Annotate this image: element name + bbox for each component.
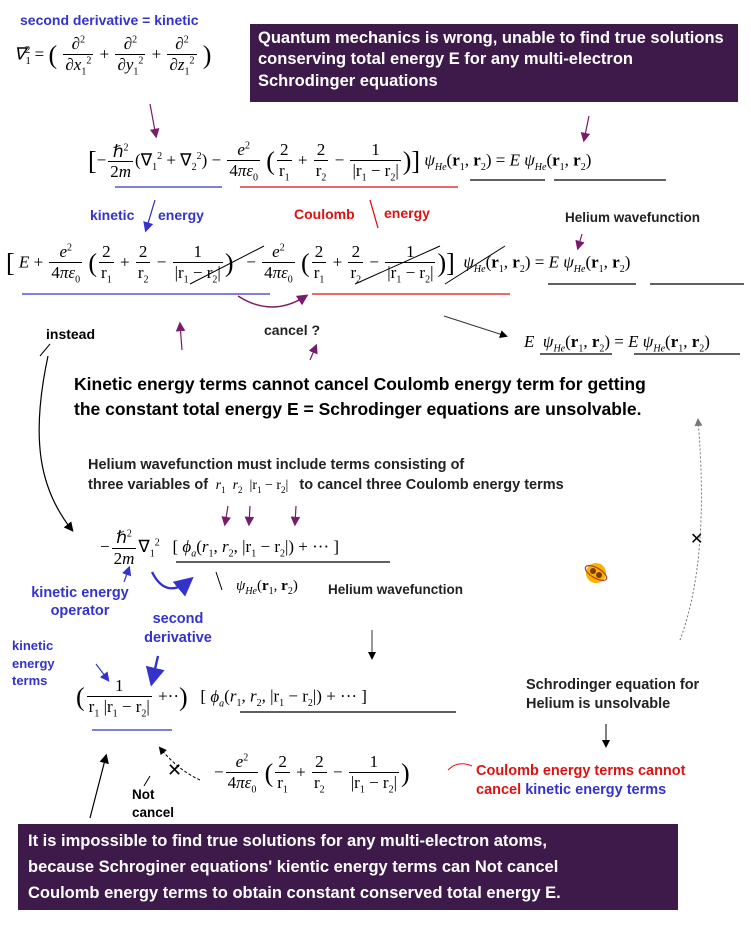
helium-atom-icon [583, 560, 609, 586]
statement-unsolvable: Kinetic energy terms cannot cancel Coulo… [74, 374, 646, 420]
not-cancel-tick [143, 775, 151, 787]
arrow-dotted-return [679, 418, 703, 641]
unsolvable-note: Schrodinger equation for Helium is unsol… [526, 677, 700, 712]
banner-top-text: Quantum mechanics is wrong, unable to fi… [258, 29, 724, 90]
laplacian-definition: ∇12 = ( ∂2∂x12 + ∂2∂y12 + ∂2∂z12 ) [14, 34, 212, 77]
energy-red-label: energy [384, 205, 430, 221]
helium-wavefunction-label-2: Helium wavefunction [328, 582, 464, 597]
arrow-to-result [145, 655, 165, 687]
coulomb-label: Coulomb [294, 206, 355, 222]
banner-top-part-1: wrong, unable [443, 29, 556, 47]
coulomb-cannot-note: Coulomb energy terms cannot cancel kinet… [476, 763, 686, 798]
arrow-var-2 [244, 505, 255, 527]
arrow-var-1 [221, 505, 231, 527]
psi-he: ψHe(r1, r2) [236, 578, 298, 597]
banner-top-part-0: Quantum mechanics is [258, 29, 444, 47]
arrow-cancel-curve [237, 294, 309, 308]
kinetic-energy-terms-label: kinetic energy terms [12, 638, 55, 689]
arrow-not-cancel [158, 746, 201, 781]
arrow-operator [122, 565, 132, 583]
instead-tick [39, 343, 51, 357]
helium-note: Helium wavefunction must include terms c… [88, 457, 564, 496]
coulomb-connector [447, 763, 473, 771]
banner-top: Quantum mechanics is wrong, unable to fi… [250, 24, 738, 102]
kinetic-energy-operator-label: kinetic energy operator [31, 585, 129, 620]
kinetic-label: kinetic [90, 207, 135, 223]
slash-coulomb [369, 199, 379, 229]
cross-mark-1: ✕ [167, 760, 182, 781]
arrow-bottom-up [89, 753, 109, 819]
second-derivative-label: second derivative [144, 611, 212, 646]
arrow-second-derivative [150, 571, 194, 597]
reduced-equation: E ψHe(r1, r2) = E ψHe(r1, r2) [524, 332, 710, 355]
cross-mark-2: ✕ [690, 529, 703, 548]
arrow-banner-down [580, 115, 591, 143]
slash-kinetic [143, 199, 156, 233]
arrow-kinetic-terms [95, 663, 110, 682]
strike-2 [354, 245, 441, 285]
strike-1 [189, 245, 265, 285]
energy-blue-label: energy [158, 207, 204, 223]
banner-bottom: It is impossible to find true solutions … [18, 824, 678, 910]
arrow-up-1 [175, 321, 186, 351]
helium-wavefunction-label: Helium wavefunction [565, 210, 701, 225]
second-derivative-kinetic-label: second derivative = kinetic [20, 12, 199, 28]
arrow-var-3 [290, 505, 301, 527]
strike-3 [444, 245, 506, 285]
arrow-psi-pointer [215, 571, 223, 591]
not-cancel-label: Not cancel [132, 787, 175, 820]
arrow-instead-curve [38, 355, 74, 532]
cancel-question-label: cancel ? [264, 322, 321, 338]
arrow-laplacian-down [149, 103, 160, 139]
banner-top-part-2: to find true solutions conserving total … [258, 29, 724, 90]
arrow-up-2 [308, 343, 318, 361]
instead-label: instead [46, 326, 96, 342]
arrow-helium-wf [575, 233, 585, 251]
arrow-to-reduced [443, 315, 508, 338]
